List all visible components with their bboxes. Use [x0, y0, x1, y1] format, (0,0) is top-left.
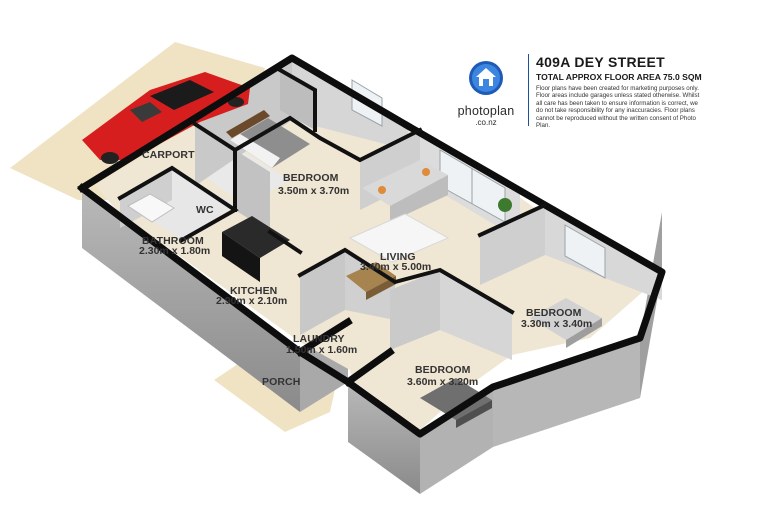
living-label: LIVING [380, 251, 416, 263]
header-divider [528, 54, 529, 126]
bedroom2-label: BEDROOM [526, 307, 582, 319]
walls-interior-top [117, 67, 548, 315]
disclaimer-text: Floor plans have been created for market… [536, 85, 700, 130]
bedroom3-dims: 3.60m x 3.20m [407, 376, 478, 388]
living-dims: 3.40m x 5.00m [360, 261, 431, 273]
bed-main [226, 110, 310, 168]
plant [498, 198, 512, 212]
bedroom3-label: BEDROOM [415, 364, 471, 376]
rug [348, 213, 450, 263]
carport-label: CARPORT [142, 149, 195, 161]
bathroom-label: BATHROOM [142, 235, 204, 247]
laundry-dims: 1.50m x 1.60m [286, 344, 357, 356]
furniture [127, 110, 602, 428]
brand-domain: .co.nz [475, 118, 497, 127]
bathroom-dims: 2.30m x 1.80m [139, 245, 210, 257]
brand-name: photoplan [457, 104, 515, 118]
kitchen-label: KITCHEN [230, 285, 277, 297]
photoplan-logo: photoplan .co.nz [452, 56, 520, 127]
kitchen-counter [222, 216, 290, 282]
walls-top [77, 54, 666, 438]
porch-label: PORCH [262, 376, 300, 388]
house-icon [469, 61, 503, 95]
bedroom1-label: BEDROOM [283, 172, 339, 184]
sofa [362, 160, 448, 222]
bedroom1-dims: 3.50m x 3.70m [278, 185, 349, 197]
car [82, 72, 250, 164]
floor-area: TOTAL APPROX FLOOR AREA 75.0 SQM [536, 72, 702, 82]
bedroom2-dims: 3.30m x 3.40m [521, 318, 592, 330]
bathtub [127, 193, 175, 223]
wc-label: WC [196, 204, 214, 216]
property-address: 409A DEY STREET [536, 54, 665, 70]
dining-table [346, 262, 396, 300]
kitchen-dims: 2.90m x 2.10m [216, 295, 287, 307]
bed-right [530, 298, 602, 348]
laundry-label: LAUNDRY [293, 333, 345, 345]
bed-bottom [420, 378, 492, 428]
header-block: photoplan .co.nz 409A DEY STREET TOTAL A… [452, 50, 702, 130]
room-labels: CARPORT BEDROOM 3.50m x 3.70m WC BATHROO… [139, 149, 592, 388]
